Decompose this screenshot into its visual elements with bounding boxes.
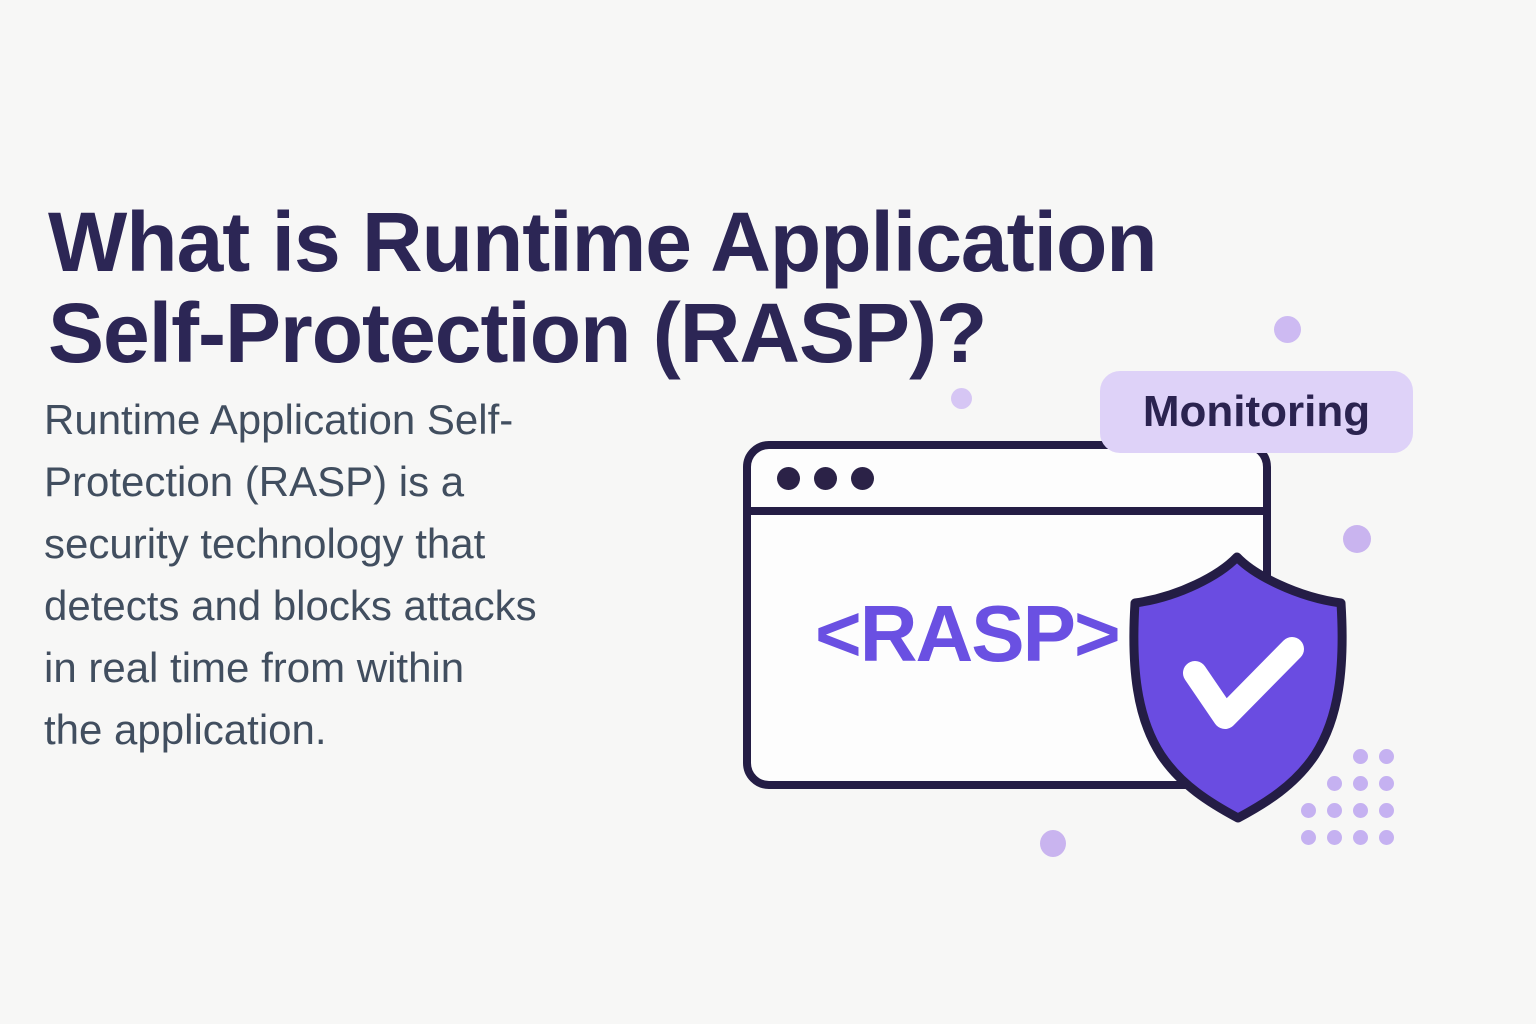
browser-window-titlebar	[751, 449, 1263, 515]
page-title-line-1: What is Runtime Application	[48, 195, 1158, 290]
description-line: Runtime Application Self-	[44, 396, 514, 443]
shield-svg	[1129, 552, 1347, 823]
grid-dot	[1379, 776, 1394, 791]
grid-dot	[1353, 749, 1368, 764]
grid-dot	[1379, 749, 1394, 764]
grid-dot	[1327, 776, 1342, 791]
description-line: the application.	[44, 706, 327, 753]
description-line: in real time from within	[44, 644, 465, 691]
description-line: detects and blocks attacks	[44, 582, 537, 629]
grid-dot	[1327, 830, 1342, 845]
decor-dot-bottom	[1040, 830, 1066, 857]
decor-dot-small	[951, 388, 972, 409]
grid-dot	[1379, 803, 1394, 818]
grid-dot	[1301, 830, 1316, 845]
grid-dot	[1353, 776, 1368, 791]
page-title-line-2: Self-Protection (RASP)?	[48, 286, 987, 381]
window-dot-icon	[777, 466, 800, 490]
grid-dot	[1353, 830, 1368, 845]
window-dot-icon	[851, 466, 874, 490]
page-title: What is Runtime Application Self-Protect…	[48, 195, 1158, 381]
grid-dot	[1301, 803, 1316, 818]
description-line: security technology that	[44, 520, 486, 567]
description-line: Protection (RASP) is a	[44, 458, 465, 505]
decor-dot-right	[1343, 525, 1371, 553]
dot-grid	[1301, 749, 1401, 845]
shield-check-icon	[1120, 546, 1355, 836]
decor-dot-medium	[1274, 316, 1301, 343]
grid-dot	[1379, 830, 1394, 845]
monitoring-badge-label: Monitoring	[1142, 387, 1371, 436]
window-dot-icon	[814, 466, 837, 490]
rasp-code-label: <RASP>	[815, 589, 1121, 678]
monitoring-badge: Monitoring	[1100, 371, 1413, 453]
description-paragraph: Runtime Application Self- Protection (RA…	[44, 389, 537, 761]
grid-dot	[1327, 803, 1342, 818]
checkmark-shape	[1183, 637, 1304, 729]
grid-dot	[1353, 803, 1368, 818]
